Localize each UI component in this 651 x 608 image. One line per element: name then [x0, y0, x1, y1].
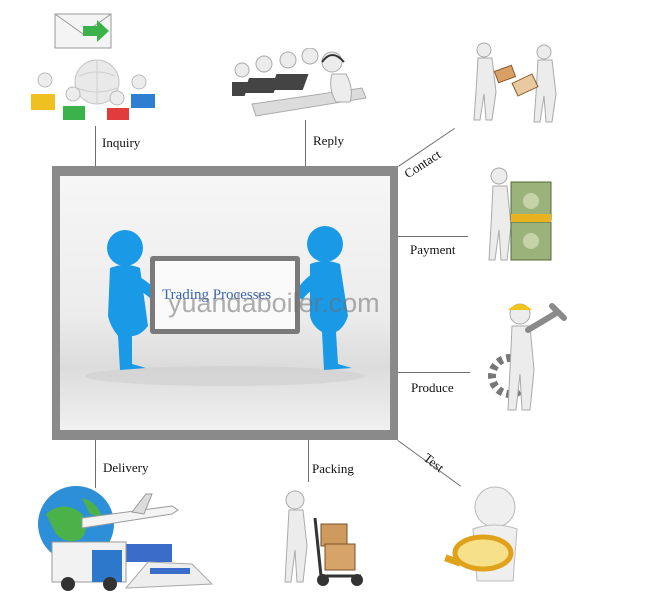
- step-label-payment: Payment: [410, 242, 456, 257]
- step-label-delivery: Delivery: [103, 460, 149, 475]
- step-label-contact: Contact: [401, 146, 444, 182]
- email-globe-icon: [25, 12, 160, 122]
- center-image: Trading Processes: [60, 176, 390, 430]
- step-label-produce: Produce: [411, 380, 454, 395]
- connector-reply: [305, 120, 306, 166]
- step-label-packing: Packing: [312, 461, 354, 476]
- blue-figures-holding-board: [85, 226, 365, 386]
- connector-produce: [398, 372, 470, 373]
- connector-payment: [398, 236, 468, 237]
- center-caption: Trading Processes: [162, 287, 272, 303]
- step-label-inquiry: Inquiry: [102, 135, 141, 150]
- money-stack-icon: [485, 166, 555, 264]
- connector-delivery: [95, 440, 96, 488]
- worker-wrench-gear-icon: [488, 300, 576, 414]
- call-center-icon: [232, 48, 370, 120]
- handshake-deal-icon: [470, 42, 565, 124]
- hand-truck-boxes-icon: [281, 488, 369, 588]
- globe-transport-icon: [22, 484, 216, 598]
- connector-packing: [308, 440, 309, 482]
- connector-inquiry: [95, 126, 96, 166]
- watermark: yuandaboiler.com: [168, 288, 380, 318]
- center-frame: Trading Processes: [52, 166, 398, 440]
- magnifier-inspection-icon: [443, 485, 533, 589]
- step-label-reply: Reply: [313, 133, 345, 148]
